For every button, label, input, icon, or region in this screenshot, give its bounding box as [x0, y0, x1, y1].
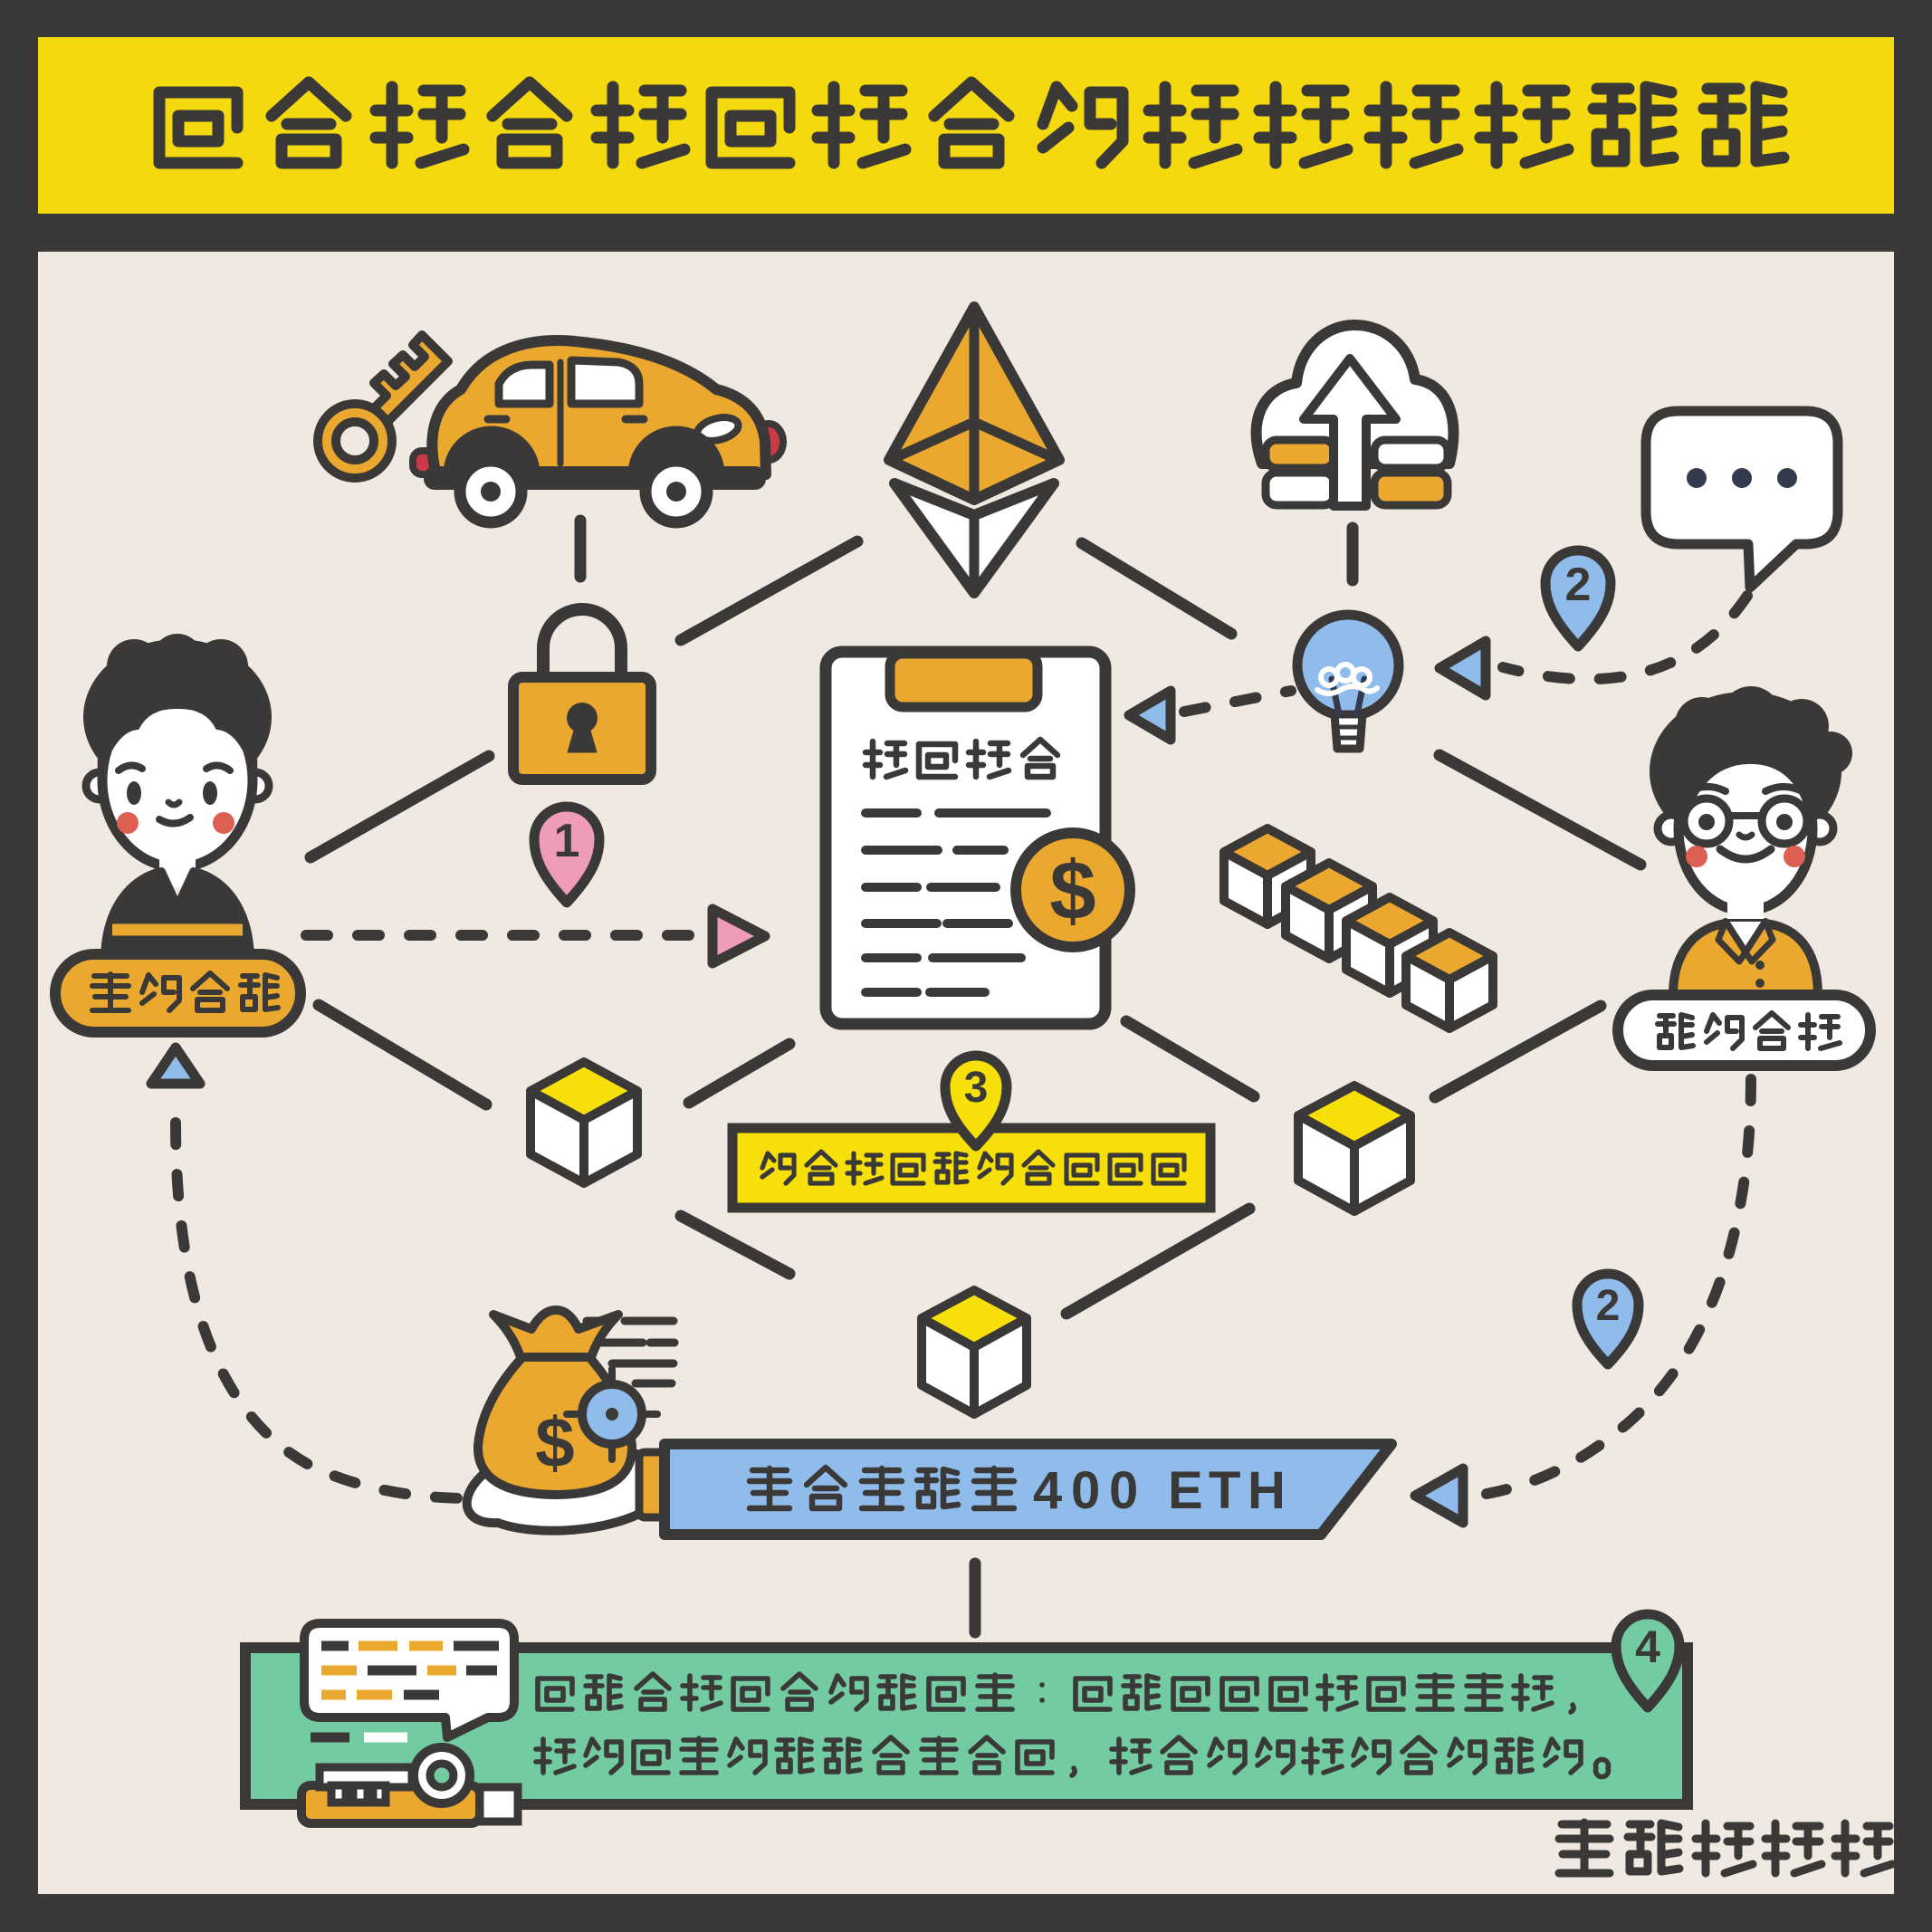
- svg-text:1: 1: [554, 815, 580, 867]
- svg-text:$: $: [1049, 845, 1095, 937]
- svg-text:4: 4: [1635, 1621, 1660, 1672]
- svg-text:E: E: [1168, 1461, 1203, 1520]
- svg-text:3: 3: [964, 1064, 989, 1112]
- svg-text:0: 0: [1071, 1461, 1100, 1520]
- svg-text:4: 4: [1033, 1461, 1062, 1520]
- svg-text:2: 2: [1596, 1282, 1621, 1330]
- svg-text:H: H: [1248, 1461, 1286, 1520]
- svg-text:2: 2: [1565, 559, 1592, 611]
- svg-text:T: T: [1209, 1461, 1240, 1520]
- svg-text:0: 0: [1109, 1461, 1138, 1520]
